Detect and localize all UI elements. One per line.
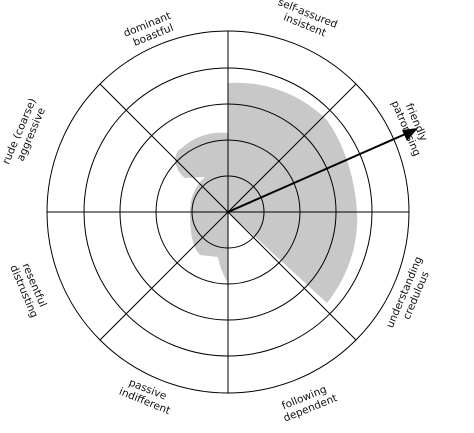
label-resentful: resentful distrusting xyxy=(7,259,51,320)
profile-region xyxy=(175,82,358,304)
label-understanding: understanding credulous xyxy=(384,252,437,335)
label-following: following dependent xyxy=(277,381,339,425)
vector-arrowhead xyxy=(402,128,418,141)
label-rude: rude (coarse) aggressive xyxy=(0,93,51,170)
profile-shading xyxy=(175,82,358,304)
label-passive: passive indifferent xyxy=(117,375,176,418)
label-dominant: dominant boastful xyxy=(122,9,181,51)
label-self-assured: self-assured insistent xyxy=(272,0,343,43)
vector-line xyxy=(227,131,411,213)
profile-vector xyxy=(227,128,418,213)
label-friendly: friendly patronising xyxy=(389,94,434,158)
